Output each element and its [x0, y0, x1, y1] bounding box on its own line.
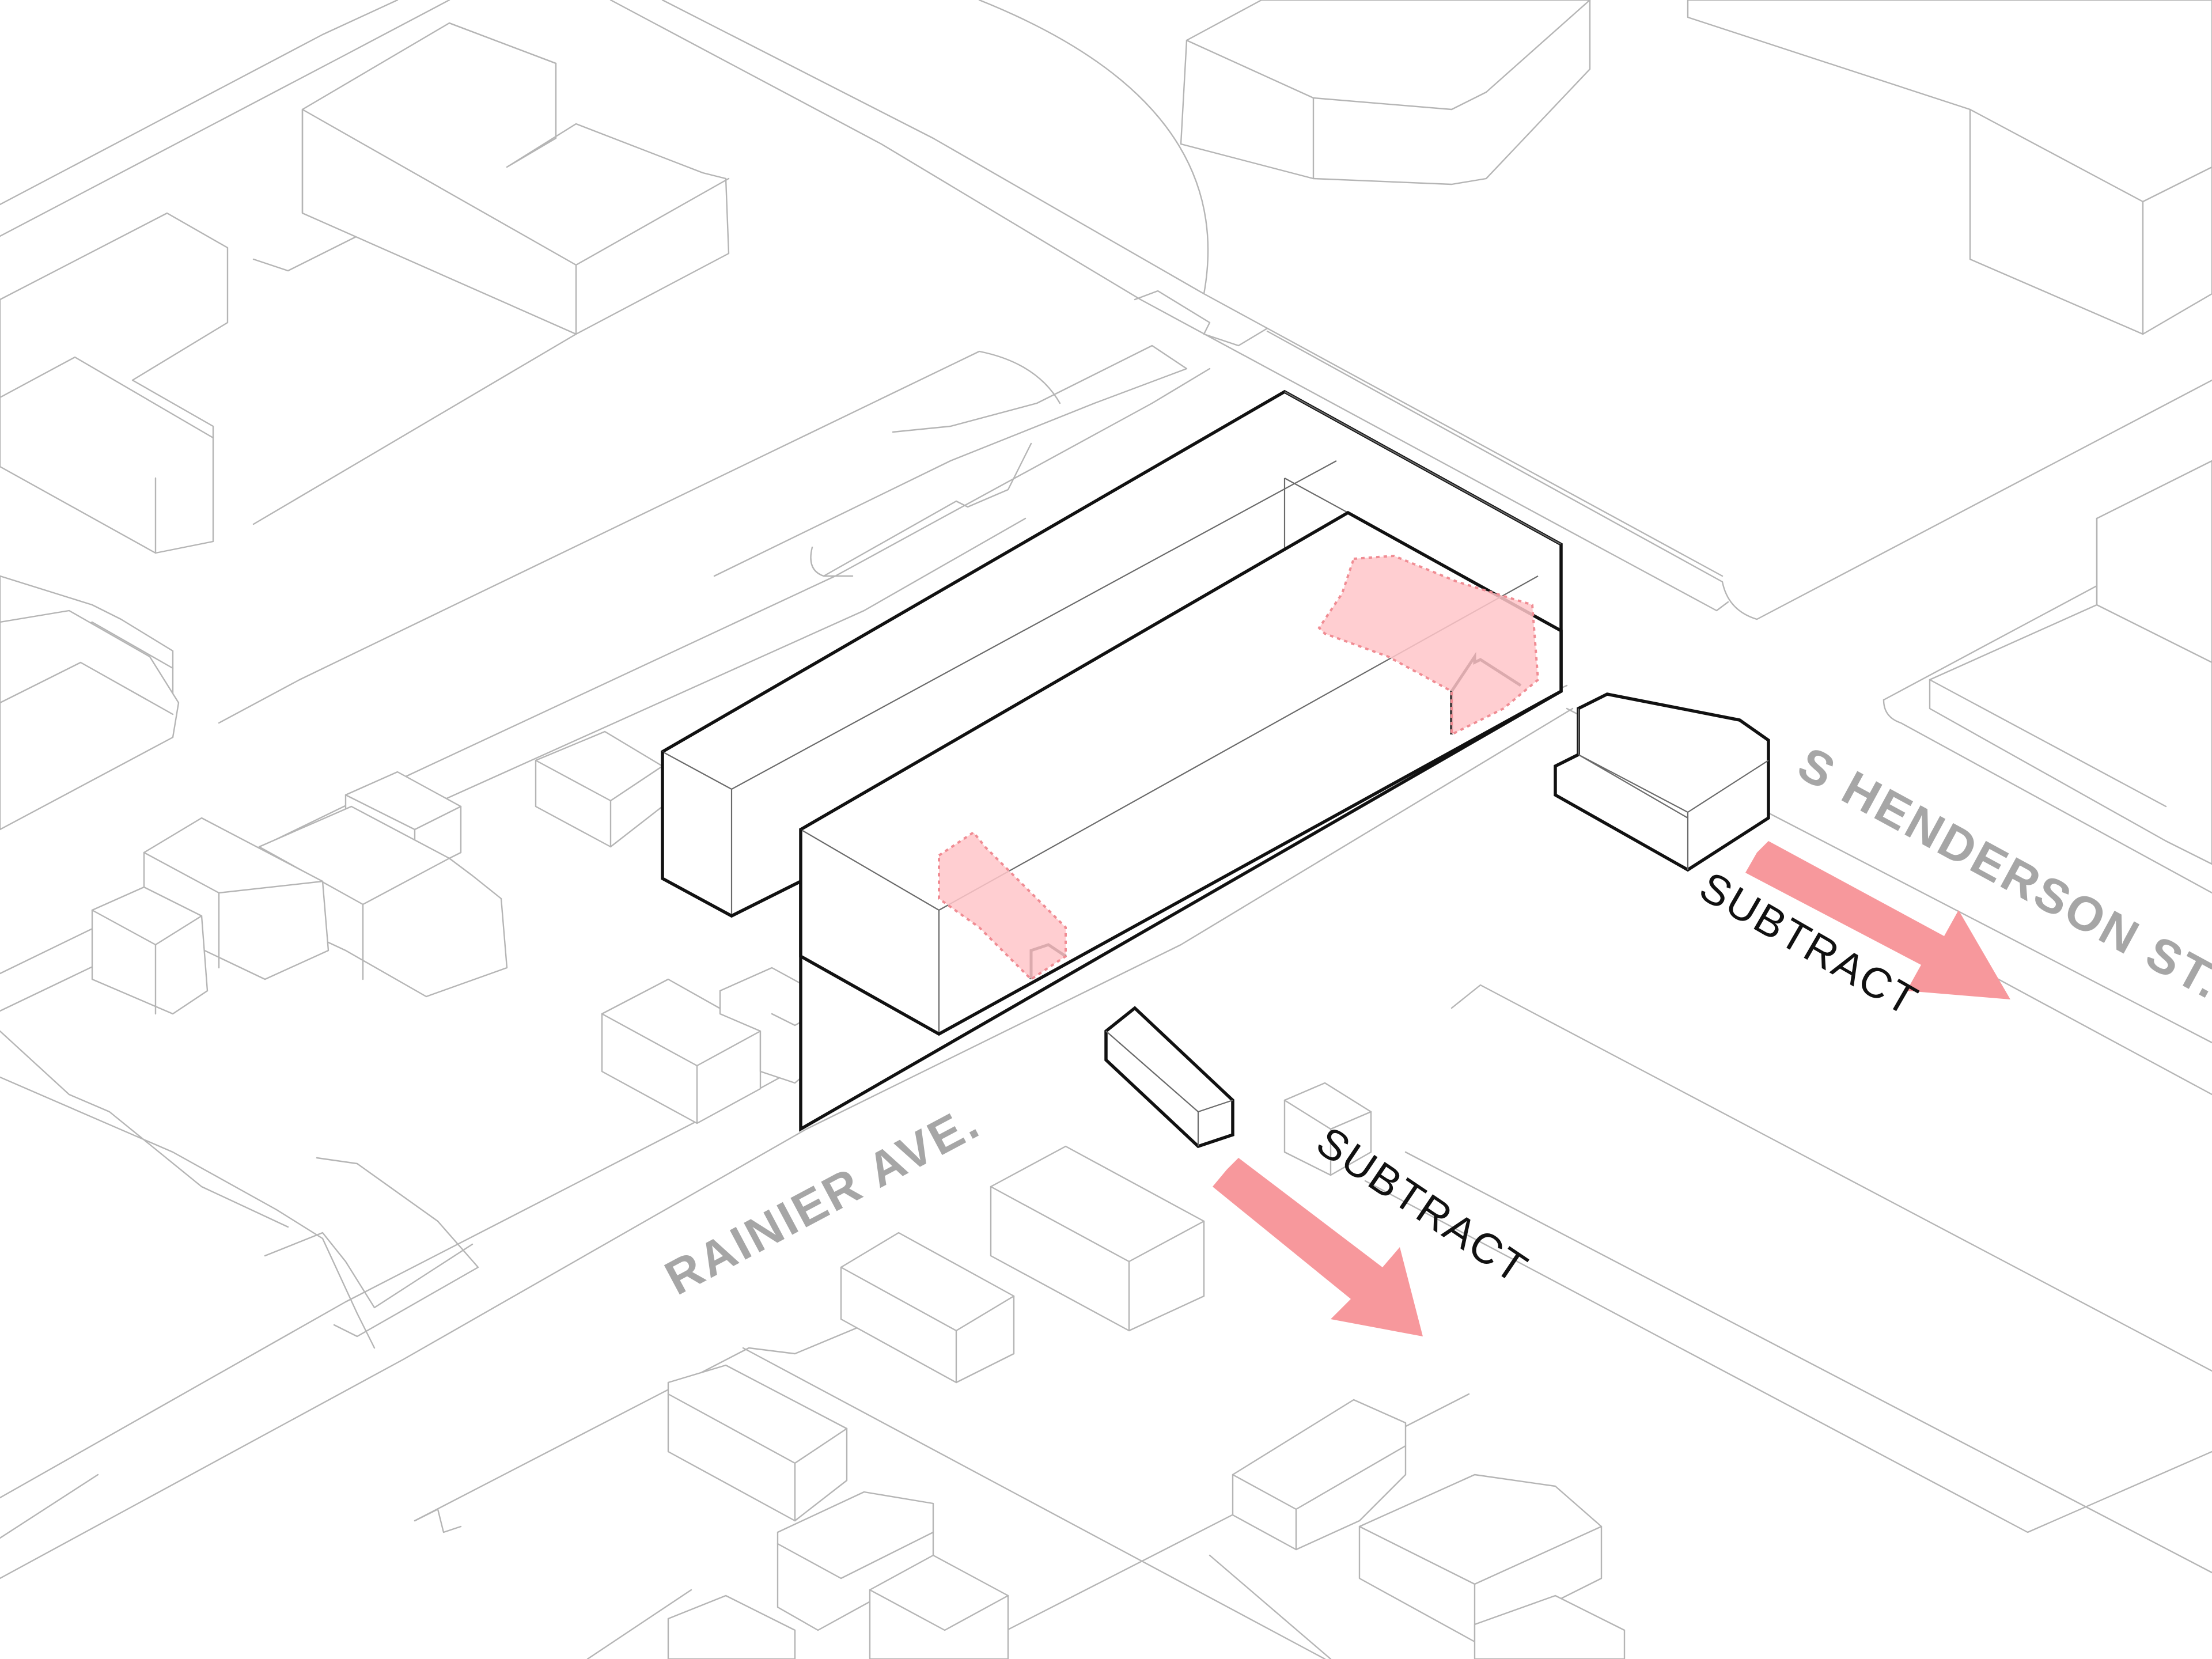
- subtract-arrows: [1213, 841, 2010, 1336]
- context-building-west-low: [0, 609, 180, 831]
- subtract-arrow-south: [1213, 1158, 1423, 1336]
- context-building-ne-2: [1687, 0, 2212, 335]
- subtract-volume-east: [1554, 692, 1770, 872]
- context-building-cluster-3: [258, 805, 508, 998]
- context-building-ne-1: [1180, 0, 1591, 185]
- context-building-s-6: [667, 1594, 796, 1659]
- highlight-zone-east: [1317, 554, 1540, 737]
- context-building-cluster-5: [91, 886, 209, 1015]
- context-building-e-1: [1929, 460, 2212, 865]
- context-building-s-9: [1474, 1594, 1626, 1659]
- subtract-arrow-east: [1745, 841, 2010, 999]
- context-building-southeast-box: [1283, 1082, 1372, 1176]
- context-building-nw-l: [301, 22, 730, 335]
- subtract-highlights: [938, 554, 1540, 981]
- context-building-s-3: [667, 1364, 848, 1522]
- context-building-w-1: [0, 212, 229, 554]
- context-building-s-2: [840, 1232, 1015, 1384]
- subtract-volume-south: [1104, 1006, 1234, 1149]
- context-building-s-7: [1232, 1399, 1407, 1551]
- context-building-cluster-6: [601, 978, 762, 1124]
- context-building-s-5: [869, 1554, 1009, 1659]
- context-building-s-1: [990, 1145, 1205, 1332]
- highlight-zone-west: [938, 831, 1067, 981]
- context-building-cluster-1: [535, 730, 664, 848]
